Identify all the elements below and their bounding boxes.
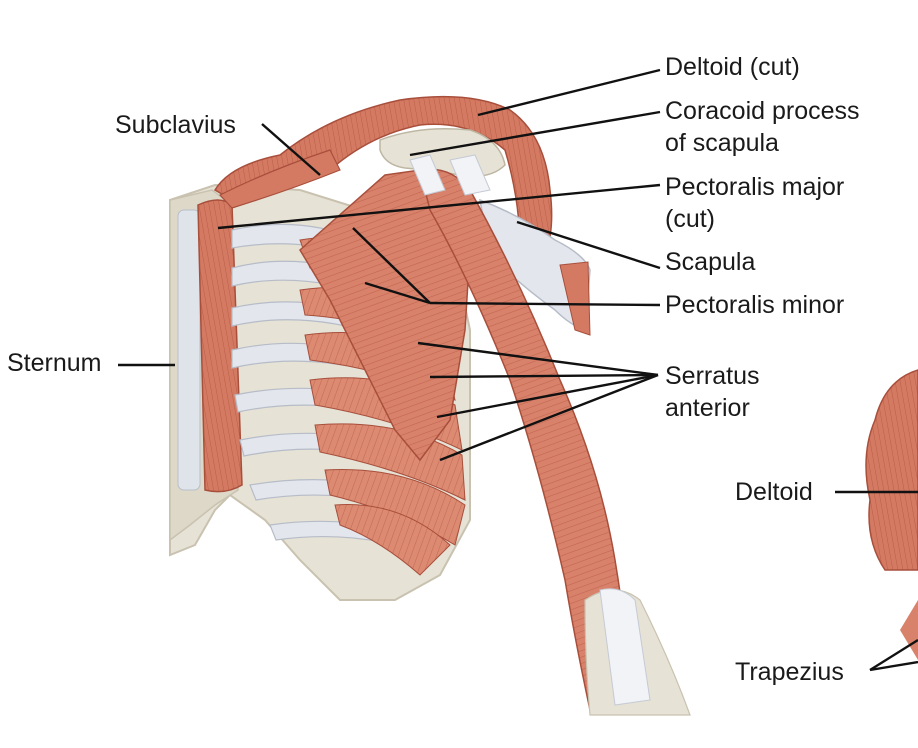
leader-lines <box>118 68 918 672</box>
label-trapezius: Trapezius <box>735 658 844 686</box>
label-pectoralis-major-cut: (cut) <box>665 205 715 233</box>
subclavius-muscle <box>219 149 341 209</box>
label-coracoid-process: Coracoid process <box>665 97 860 125</box>
deltoid-right-view <box>865 369 918 571</box>
pectoralis-major-cut-strip <box>197 199 243 493</box>
label-anterior: anterior <box>665 394 750 422</box>
label-subclavius: Subclavius <box>115 111 236 139</box>
label-deltoid: Deltoid <box>735 478 813 506</box>
label-scapula: Scapula <box>665 248 756 276</box>
costal-cartilages <box>177 209 201 491</box>
label-sternum: Sternum <box>7 349 102 377</box>
scapula-muscle-strip <box>559 261 591 336</box>
arm-tendon <box>599 588 651 706</box>
label-pectoralis-major: Pectoralis major <box>665 173 845 201</box>
tendons <box>409 154 491 196</box>
label-deltoid-cut: Deltoid (cut) <box>665 53 800 81</box>
label-pectoralis-minor: Pectoralis minor <box>665 291 845 319</box>
trapezius-right-view <box>900 600 918 660</box>
label-of-scapula: of scapula <box>665 129 779 157</box>
label-serratus: Serratus <box>665 362 760 390</box>
